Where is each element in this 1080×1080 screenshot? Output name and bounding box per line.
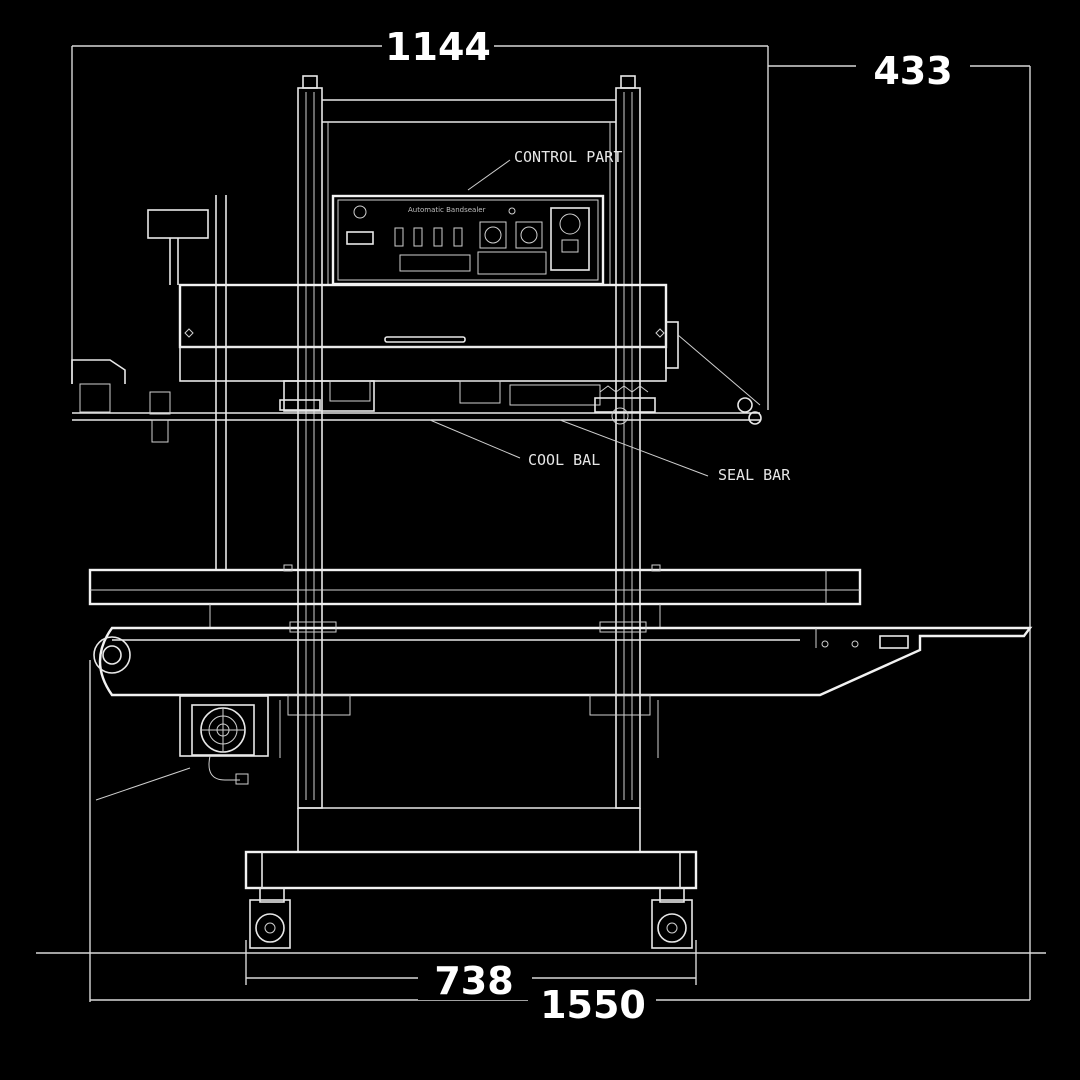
- dimension-side-depth: 433: [873, 49, 952, 93]
- caster-left: [249, 887, 291, 949]
- cool-bar-label: COOL BAL: [528, 451, 600, 469]
- base: [244, 850, 698, 890]
- panel-title: Automatic Bandsealer: [408, 206, 486, 214]
- dimension-top-width: 1144: [385, 25, 491, 69]
- conveyor: [93, 621, 1033, 697]
- callout-seal-bar: SEAL BAR: [559, 419, 791, 484]
- frame-columns: [297, 75, 641, 852]
- dimension-lines: [36, 45, 1046, 1002]
- callout-cool-bar: COOL BAL: [429, 419, 600, 469]
- dimension-labels: 1144 433 738 1550: [382, 24, 970, 1027]
- caster-right: [651, 887, 693, 949]
- sealing-head: [71, 195, 762, 570]
- dimension-overall-width: 1550: [540, 983, 646, 1027]
- seal-bar-label: SEAL BAR: [718, 466, 791, 484]
- dimension-base-width: 738: [434, 959, 513, 1003]
- callout-control-part: CONTROL PART: [467, 148, 622, 191]
- cooling-fan: [95, 695, 269, 801]
- control-panel: Automatic Bandsealer: [331, 194, 605, 286]
- column-brackets: [279, 694, 659, 758]
- control-part-label: CONTROL PART: [514, 148, 622, 166]
- guide-bar: [88, 564, 862, 628]
